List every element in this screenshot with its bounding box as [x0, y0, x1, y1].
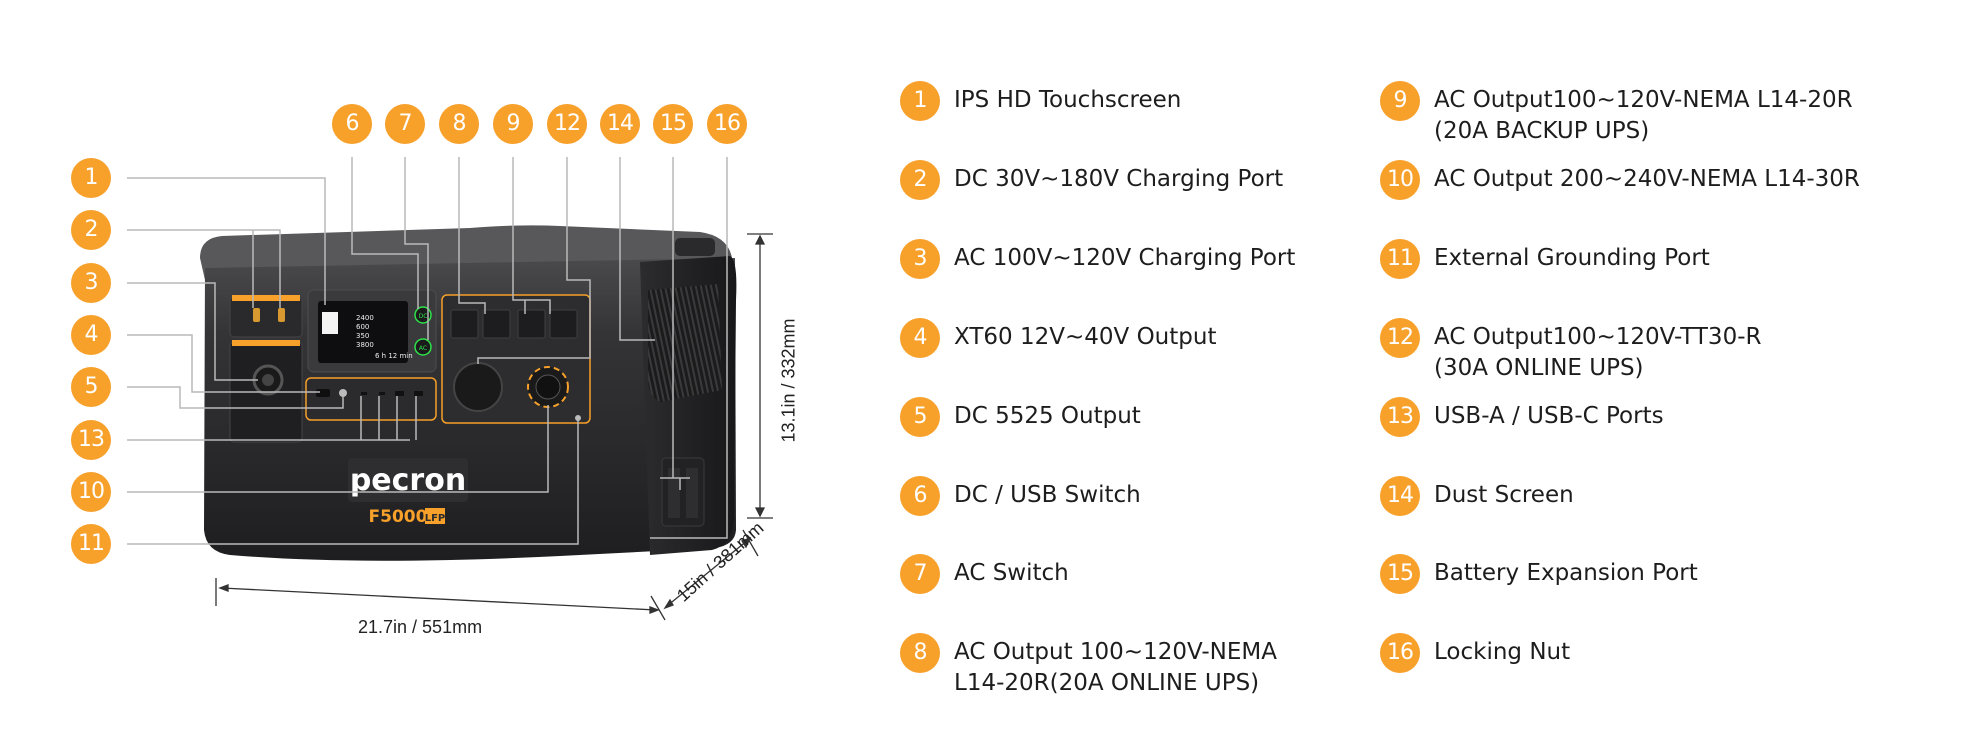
callout-badge: 9 [493, 104, 533, 144]
legend-item: 13 USB-A / USB-C Ports [1380, 396, 1664, 437]
legend-item: 1 IPS HD Touchscreen [900, 81, 1181, 121]
legend-item: 2 DC 30V~180V Charging Port [900, 159, 1284, 200]
legend-item: 16 Locking Nut [1380, 633, 1571, 674]
l14-30r-outlet [453, 362, 503, 412]
callout-badge: 2 [71, 210, 111, 250]
legend-label: DC 30V~180V Charging Port [954, 165, 1284, 192]
callout-badge: 8 [439, 104, 479, 144]
legend-number-badge: 2 [900, 159, 940, 200]
legend-label: XT60 12V~40V Output [954, 323, 1217, 350]
legend-number-badge: 9 [1380, 81, 1420, 121]
legend-number-badge: 4 [900, 317, 940, 358]
legend-label: IPS HD Touchscreen [954, 87, 1182, 113]
legend-number-badge: 16 [1380, 633, 1420, 674]
screen-value-4: 3800 [356, 341, 374, 349]
width-dimension-label: 21.7in / 551mm [358, 617, 483, 637]
screen-value-3: 350 [356, 332, 369, 340]
legend-item: 7 AC Switch [900, 554, 1069, 595]
callout-badge: 16 [707, 104, 747, 144]
legend-label: Locking Nut [1434, 639, 1571, 666]
legend-item: 14 Dust Screen [1380, 475, 1574, 516]
usb-panel [305, 377, 437, 421]
screen-time: 6 h 12 min [375, 352, 413, 360]
legend-item: 3 AC 100V~120V Charging Port [900, 238, 1296, 279]
legend-item: 9 AC Output100~120V-NEMA L14-20R (20A BAC… [1380, 81, 1853, 147]
legend-item: 15 Battery Expansion Port [1380, 554, 1698, 595]
legend-label: Dust Screen [1434, 481, 1574, 508]
legend-label: DC / USB Switch [954, 481, 1141, 508]
legend-number-badge: 8 [900, 633, 940, 674]
legend-number-badge: 12 [1380, 317, 1420, 358]
legend-item: 11 External Grounding Port [1380, 238, 1710, 279]
legend-label: DC 5525 Output [954, 402, 1141, 429]
legend-number-badge: 15 [1380, 554, 1420, 595]
callout-badge: 4 [71, 315, 111, 355]
callout-badge: 3 [71, 263, 111, 303]
legend-item: 6 DC / USB Switch [900, 475, 1141, 516]
legend-number-badge: 11 [1380, 238, 1420, 279]
legend-number-badge: 7 [900, 554, 940, 595]
legend-number-badge: 13 [1380, 396, 1420, 437]
screen-value-1: 2400 [356, 314, 374, 322]
callout-badge: 7 [385, 104, 425, 144]
legend-label: AC Output 100~120V-NEMA L14-20R(20A ONLI… [954, 639, 1277, 697]
ac-switch [414, 338, 432, 356]
dust-screen [648, 284, 722, 402]
callout-badge: 1 [71, 158, 111, 198]
legend-label: AC Output100~120V-TT30-R (30A ONLINE UPS… [1434, 323, 1762, 381]
dc-switch [414, 306, 432, 324]
legend-label: AC Switch [954, 560, 1069, 587]
legend-label: USB-A / USB-C Ports [1434, 402, 1664, 429]
callout-badge: 14 [600, 104, 640, 144]
legend-item: 4 XT60 12V~40V Output [900, 317, 1217, 358]
svg-text:DC: DC [419, 313, 428, 320]
legend-number-badge: 5 [900, 396, 940, 437]
legend-label: AC 100V~120V Charging Port [954, 244, 1296, 271]
legend-label: Battery Expansion Port [1434, 560, 1698, 587]
legend-number-badge: 1 [900, 81, 940, 121]
legend-label: External Grounding Port [1434, 244, 1710, 271]
callout-badge: 10 [71, 472, 111, 512]
height-dimension-label: 13.1in / 332mm [778, 318, 799, 443]
legend-item: 5 DC 5525 Output [900, 396, 1141, 437]
touchscreen [318, 301, 408, 363]
legend-item: 12 AC Output100~120V-TT30-R (30A ONLINE U… [1380, 317, 1762, 384]
legend-number-badge: 14 [1380, 475, 1420, 516]
callout-badge: 11 [71, 524, 111, 564]
legend-number-badge: 3 [900, 238, 940, 279]
callout-badge: 6 [332, 104, 372, 144]
leader-lines [127, 157, 728, 545]
screen-value-2: 600 [356, 323, 369, 331]
callout-badge: 15 [653, 104, 693, 144]
legend-item: 8 AC Output 100~120V-NEMA L14-20R(20A ONL… [900, 633, 1277, 699]
callout-badge: 12 [547, 104, 587, 144]
legend-number-badge: 6 [900, 475, 940, 516]
callout-badge: 5 [71, 367, 111, 407]
model-name: F5000 [369, 507, 428, 527]
legend-label: AC Output100~120V-NEMA L14-20R (20A BACK… [1434, 87, 1853, 144]
callout-badge: 13 [71, 420, 111, 460]
svg-text:AC: AC [419, 345, 427, 352]
legend-label: AC Output 200~240V-NEMA L14-30R [1434, 165, 1860, 192]
svg-text:LFP: LFP [425, 513, 446, 524]
charging-panel [229, 296, 303, 338]
legend-item: 10 AC Output 200~240V-NEMA L14-30R [1380, 159, 1860, 200]
legend-number-badge: 10 [1380, 159, 1420, 200]
dimension-lines [215, 233, 773, 621]
grounding-port [575, 415, 581, 421]
